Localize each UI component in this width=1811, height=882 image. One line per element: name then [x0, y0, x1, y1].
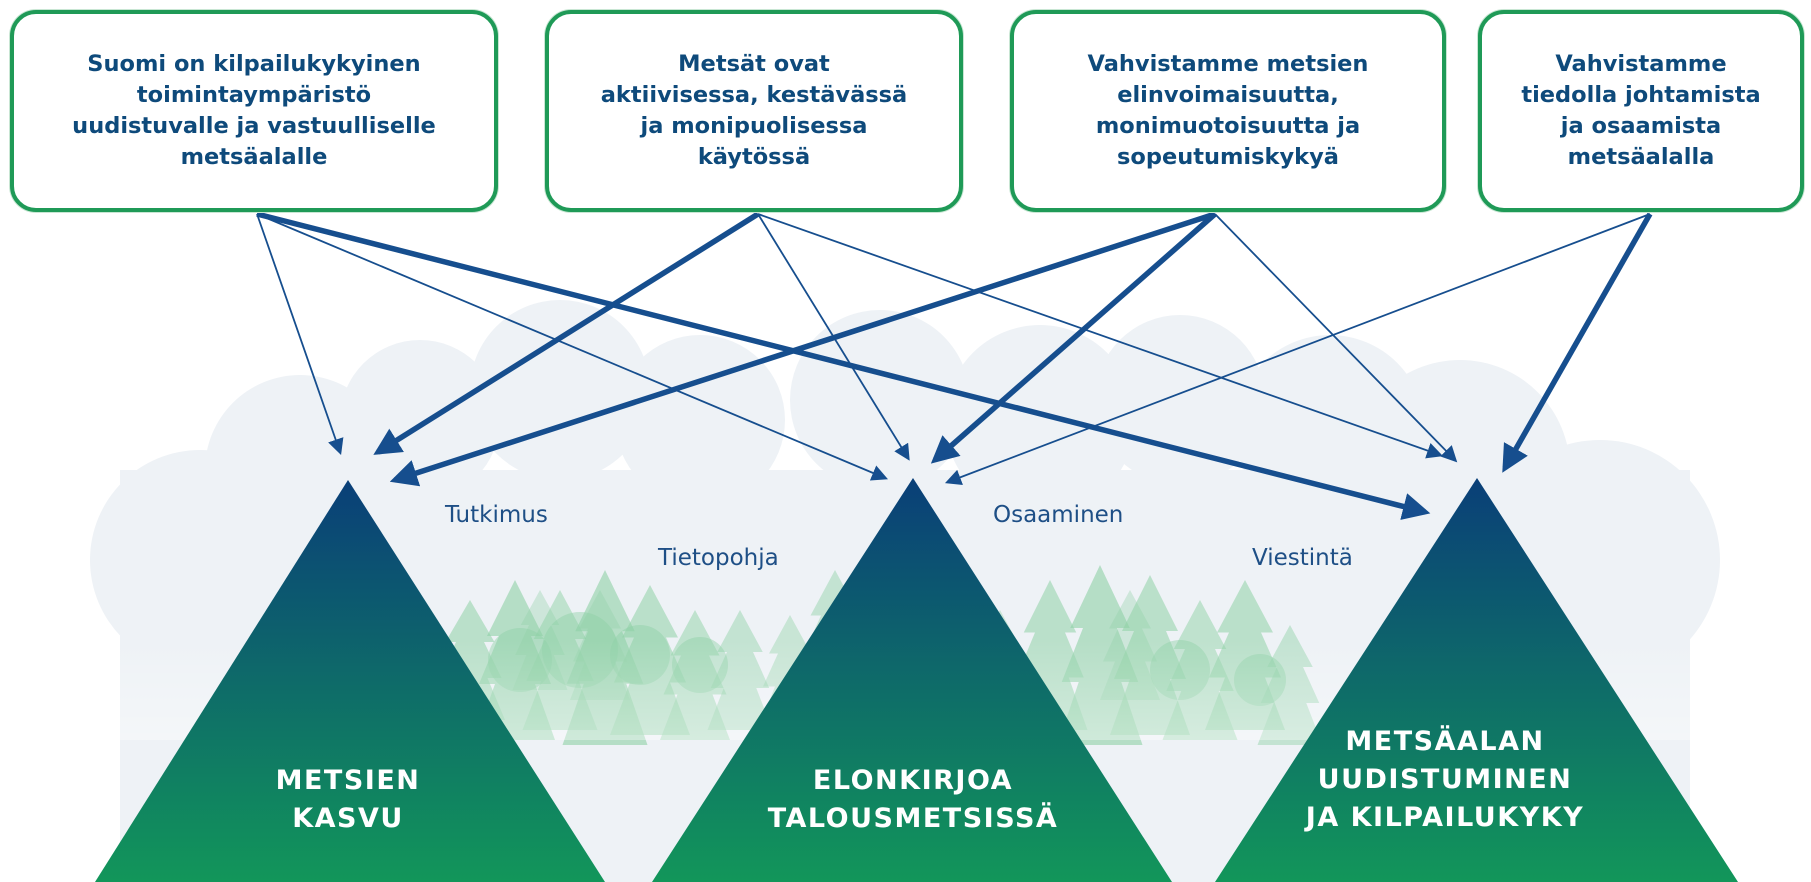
peak-label-1: METSIEN KASVU	[275, 765, 421, 834]
arrows-layer	[256, 211, 1653, 520]
peak-label-3: METSÄALAN UUDISTUMINEN JA KILPAILUKYKY	[1305, 726, 1585, 833]
arrow-g3-to-p3	[1214, 213, 1458, 463]
goal-text-2: Metsät ovat aktiivisessa, kestävässä ja …	[600, 51, 908, 170]
goal-box-2: Metsät ovat aktiivisessa, kestävässä ja …	[545, 10, 963, 212]
arrow-g3-to-p2	[930, 211, 1217, 464]
arrow-g1-to-p2	[256, 213, 888, 481]
peak-p1	[95, 480, 605, 882]
goal-box-3: Vahvistamme metsien elinvoimaisuutta, mo…	[1010, 10, 1446, 212]
theme-label-viestinta: Viestintä	[1252, 545, 1353, 571]
goal-box-1: Suomi on kilpailukykyinen toimintaympäri…	[10, 10, 498, 212]
theme-label-osaaminen: Osaaminen	[993, 502, 1124, 528]
goal-text-1: Suomi on kilpailukykyinen toimintaympäri…	[72, 51, 436, 170]
theme-label-tietopohja: Tietopohja	[658, 545, 779, 571]
goal-box-4: Vahvistamme tiedolla johtamista ja osaam…	[1478, 10, 1804, 212]
arrow-g4-to-p3	[1502, 212, 1653, 473]
arrow-g4-to-p2	[944, 213, 1651, 485]
peak-label-2: ELONKIRJOA TALOUSMETSISSÄ	[767, 765, 1059, 834]
arrow-g2-to-p3	[757, 213, 1444, 459]
theme-label-tutkimus: Tutkimus	[445, 502, 548, 528]
goal-text-3: Vahvistamme metsien elinvoimaisuutta, mo…	[1087, 51, 1369, 170]
arrow-g1-to-p1	[256, 213, 344, 456]
arrow-g1-to-p3	[256, 211, 1431, 520]
arrow-g2-to-p1	[373, 211, 760, 455]
arrow-g3-to-p1	[389, 211, 1216, 487]
peaks-layer	[95, 478, 1738, 882]
goal-text-4: Vahvistamme tiedolla johtamista ja osaam…	[1521, 51, 1761, 170]
peak-p2	[652, 478, 1172, 882]
peak-p3	[1215, 478, 1738, 882]
